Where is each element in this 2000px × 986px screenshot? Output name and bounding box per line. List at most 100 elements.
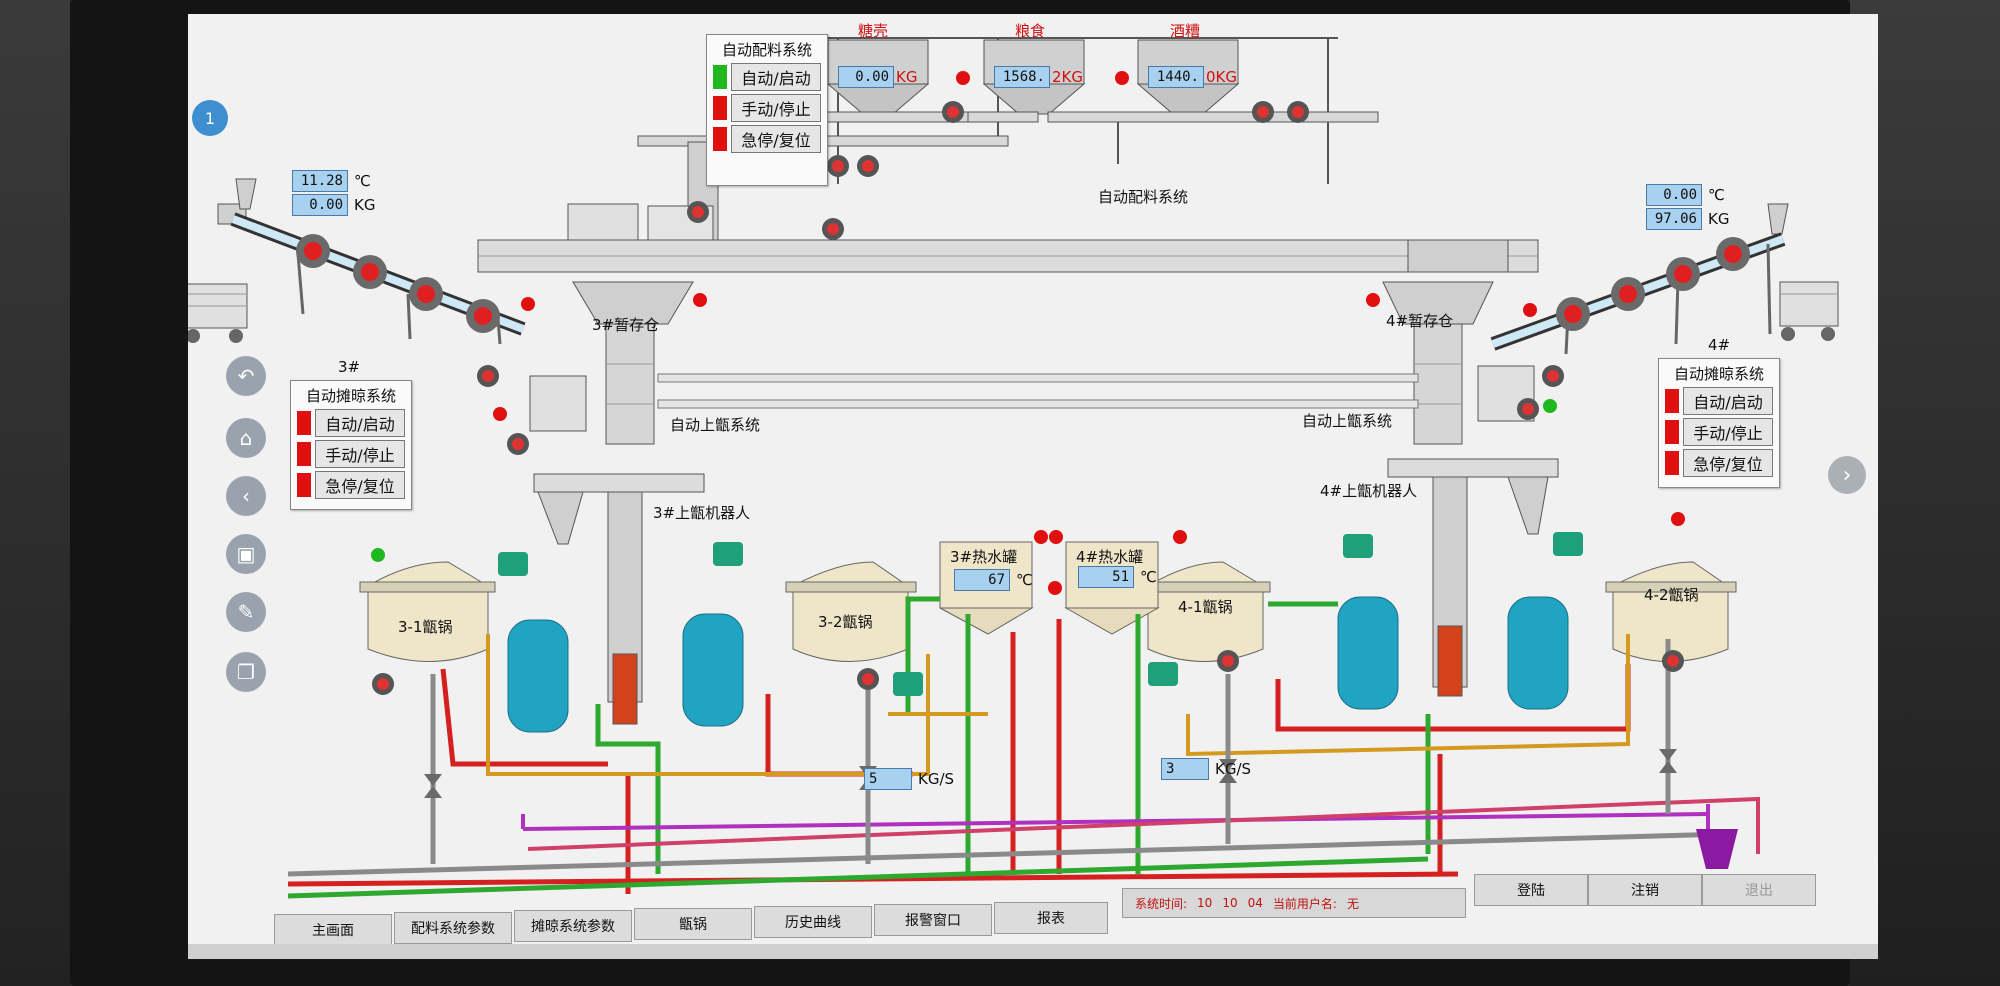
hopper-1-name: 糖壳 bbox=[858, 22, 889, 40]
left-estop-button[interactable]: 急停/复位 bbox=[315, 471, 405, 499]
logout-button[interactable]: 注销 bbox=[1588, 874, 1702, 906]
left-spread-panel: 自动摊晾系统 自动/启动 手动/停止 急停/复位 bbox=[290, 380, 412, 510]
drain-funnel bbox=[1696, 829, 1738, 869]
left-manual-row: 手动/停止 bbox=[297, 440, 405, 468]
hot-water-4-unit: ℃ bbox=[1140, 568, 1157, 586]
hot-water-3-unit: ℃ bbox=[1016, 571, 1033, 589]
hopper-1-readout: 0.00 KG bbox=[838, 66, 917, 88]
motor-icons bbox=[372, 101, 1684, 696]
hot-water-4-label: 4#热水罐 bbox=[1076, 548, 1144, 566]
storage-bin-4 bbox=[1382, 281, 1494, 445]
flow-3-readout: 5 KG/S bbox=[864, 768, 954, 790]
right-estop-row: 急停/复位 bbox=[1665, 449, 1773, 477]
report-button[interactable]: 报表 bbox=[994, 902, 1108, 934]
chevron-right-icon[interactable]: › bbox=[1828, 456, 1866, 494]
left-auto-button[interactable]: 自动/启动 bbox=[315, 409, 405, 437]
system-time-second: 04 bbox=[1247, 896, 1263, 910]
hopper-2-readout: 1568. 2KG bbox=[994, 66, 1083, 88]
right-temp-value: 0.00 bbox=[1646, 184, 1702, 206]
home-icon[interactable]: ⌂ bbox=[226, 418, 266, 458]
batching-control-panel: 自动配料系统 自动/启动 手动/停止 急停/复位 bbox=[706, 34, 828, 186]
loading-rails bbox=[657, 373, 1419, 409]
left-temp-value: 11.28 bbox=[292, 170, 348, 192]
page-badge[interactable]: 1 bbox=[192, 100, 228, 136]
pot-4-1-label: 4-1甑锅 bbox=[1178, 598, 1233, 616]
history-button[interactable]: 历史曲线 bbox=[754, 906, 872, 938]
window-icon[interactable]: ❐ bbox=[226, 652, 266, 692]
main-feed-conveyor bbox=[477, 141, 1539, 273]
right-weight-readout: 97.06 KG bbox=[1646, 208, 1729, 230]
login-button[interactable]: 登陆 bbox=[1474, 874, 1588, 906]
flow-4-value: 3 bbox=[1161, 758, 1209, 780]
batching-estop-button[interactable]: 急停/复位 bbox=[731, 125, 821, 153]
pipes-orange bbox=[486, 634, 1630, 776]
right-auto-button[interactable]: 自动/启动 bbox=[1683, 387, 1773, 415]
pot-button[interactable]: 甑锅 bbox=[634, 908, 752, 940]
pot-4-1-shape bbox=[1139, 561, 1271, 662]
batching-manual-row: 手动/停止 bbox=[713, 94, 821, 122]
pot-4-2-shape bbox=[1605, 561, 1737, 662]
alarm-button[interactable]: 报警窗口 bbox=[874, 904, 992, 936]
flow-3-value: 5 bbox=[864, 768, 912, 790]
hot-water-4-value: 51 bbox=[1078, 566, 1134, 588]
left-cart bbox=[188, 283, 248, 343]
pot-3-2-shape bbox=[785, 561, 917, 662]
left-spread-title: 自动摊晾系统 bbox=[305, 387, 396, 405]
pot-4-2-label: 4-2甑锅 bbox=[1644, 586, 1699, 604]
left-temp-readout: 11.28 ℃ bbox=[292, 170, 371, 192]
process-diagram bbox=[188, 37, 1839, 899]
right-manual-row: 手动/停止 bbox=[1665, 418, 1773, 446]
right-estop-led bbox=[1665, 451, 1679, 475]
current-user-value: 无 bbox=[1346, 896, 1359, 911]
hopper-2-unit: 2KG bbox=[1052, 68, 1084, 86]
briefcase-icon[interactable]: ▣ bbox=[226, 534, 266, 574]
blue-tanks bbox=[507, 596, 1569, 733]
right-weight-value: 97.06 bbox=[1646, 208, 1702, 230]
main-screen-button[interactable]: 主画面 bbox=[274, 914, 392, 946]
current-user-label: 当前用户名: bbox=[1272, 896, 1337, 911]
batching-params-button[interactable]: 配料系统参数 bbox=[394, 912, 512, 944]
status-leds bbox=[371, 71, 1685, 595]
robot-3 bbox=[533, 473, 705, 725]
batching-estop-row: 急停/复位 bbox=[713, 125, 821, 153]
robot-3-label: 3#上甑机器人 bbox=[653, 504, 751, 522]
flow-4-readout: 3 KG/S bbox=[1161, 758, 1251, 780]
back-arrow-icon[interactable]: ↶ bbox=[226, 356, 266, 396]
loading-hoppers bbox=[529, 365, 1535, 432]
pencil-icon[interactable]: ✎ bbox=[226, 592, 266, 632]
batching-panel-title: 自动配料系统 bbox=[721, 41, 812, 59]
right-manual-button[interactable]: 手动/停止 bbox=[1683, 418, 1773, 446]
loading-left-label: 自动上甑系统 bbox=[670, 416, 761, 434]
right-manual-led bbox=[1665, 420, 1679, 444]
monitor-frame: 糖壳 粮食 酒糟 0.00 KG 1568. 2KG 1440. 0KG 自动配… bbox=[70, 0, 1878, 986]
pot-3-1-label: 3-1甑锅 bbox=[398, 618, 453, 636]
hopper-2-value: 1568. bbox=[994, 66, 1050, 88]
storage-bin-3 bbox=[572, 281, 694, 445]
exit-button[interactable]: 退出 bbox=[1702, 874, 1816, 906]
hot-water-3-label: 3#热水罐 bbox=[950, 548, 1018, 566]
right-estop-button[interactable]: 急停/复位 bbox=[1683, 449, 1773, 477]
right-auto-row: 自动/启动 bbox=[1665, 387, 1773, 415]
left-auto-row: 自动/启动 bbox=[297, 409, 405, 437]
pipes-pink bbox=[527, 796, 1760, 854]
left-temp-unit: ℃ bbox=[354, 172, 371, 190]
batching-auto-led bbox=[713, 65, 727, 89]
bottom-strip bbox=[188, 944, 1878, 959]
batching-auto-button[interactable]: 自动/启动 bbox=[731, 63, 821, 91]
right-weight-unit: KG bbox=[1708, 210, 1730, 228]
hot-water-3-value: 67 bbox=[954, 569, 1010, 591]
spreading-params-button[interactable]: 摊晾系统参数 bbox=[514, 910, 632, 942]
chevron-left-icon[interactable]: ‹ bbox=[226, 476, 266, 516]
batching-manual-button[interactable]: 手动/停止 bbox=[731, 94, 821, 122]
system-time-hour: 10 bbox=[1197, 896, 1213, 910]
left-manual-button[interactable]: 手动/停止 bbox=[315, 440, 405, 468]
batching-estop-led bbox=[713, 127, 727, 151]
pot-3-1-shape bbox=[359, 561, 496, 662]
system-time-label: 系统时间: bbox=[1135, 896, 1188, 911]
flow-4-unit: KG/S bbox=[1215, 760, 1252, 778]
left-weight-unit: KG bbox=[354, 196, 376, 214]
robot-4-label: 4#上甑机器人 bbox=[1320, 482, 1418, 500]
left-estop-led bbox=[297, 473, 311, 497]
hot-water-3-readout: 67 ℃ bbox=[954, 569, 1033, 591]
right-spread-title: 自动摊晾系统 bbox=[1673, 365, 1764, 383]
